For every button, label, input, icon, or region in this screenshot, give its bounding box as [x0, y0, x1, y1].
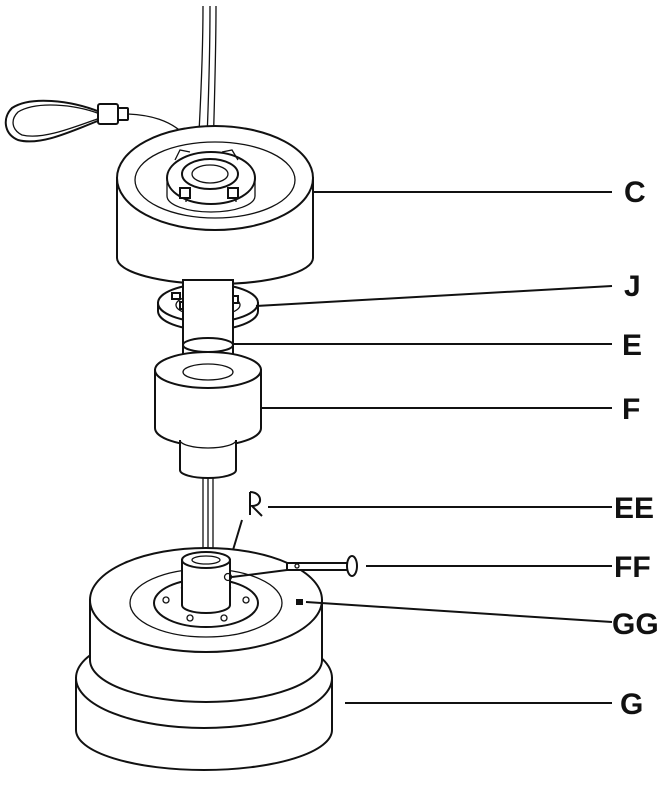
callout-labels: C J E F EE FF GG G — [612, 176, 659, 721]
label-ff: FF — [614, 551, 651, 584]
leader-lines — [231, 191, 613, 704]
label-e: E — [622, 329, 642, 362]
clevis-pin-part-ff — [286, 555, 358, 577]
label-gg: GG — [612, 608, 659, 641]
label-j: J — [624, 270, 641, 303]
label-c: C — [624, 176, 646, 209]
coupling-cover-part-f — [154, 351, 262, 479]
canopy-part-c — [116, 125, 314, 285]
label-g: G — [620, 688, 643, 721]
motor-lead-wires — [202, 478, 214, 560]
label-f: F — [622, 393, 640, 426]
motor-coupling — [181, 551, 233, 614]
label-ee: EE — [614, 492, 654, 525]
r-clip-part-ee — [249, 491, 263, 517]
set-screw-part-gg — [296, 599, 303, 605]
